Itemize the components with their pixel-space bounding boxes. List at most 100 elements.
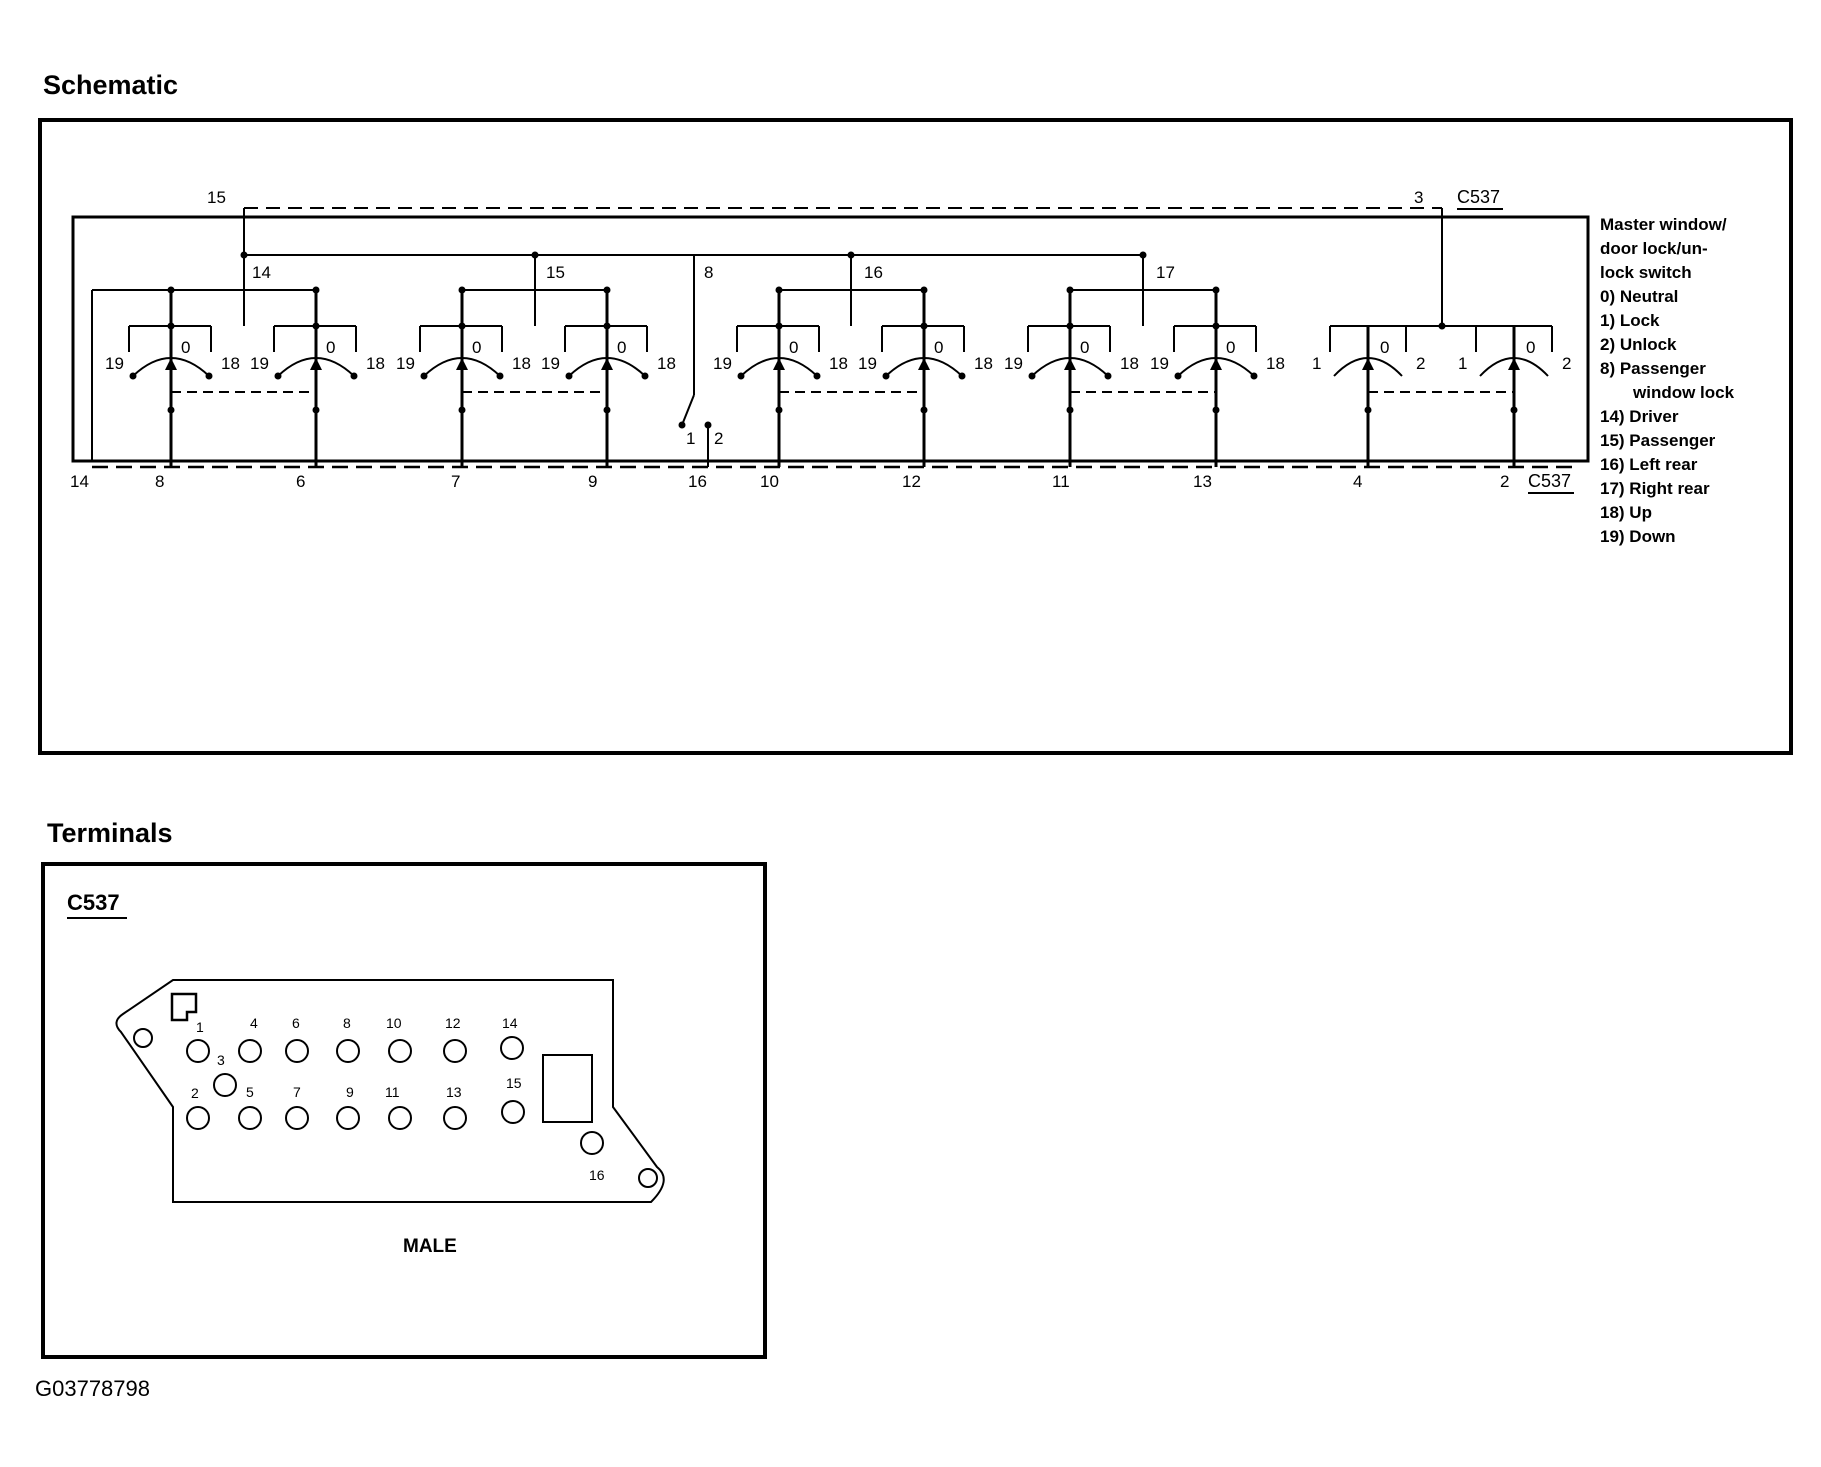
legend-up: 18) Up (1600, 503, 1652, 522)
terminal-pin-label-11: 11 (385, 1084, 400, 1100)
terminal-pin-label-15: 15 (506, 1075, 522, 1091)
lock-switch-2-contact-1: 1 (1458, 354, 1467, 373)
window-switch-3b-contact-19: 19 (858, 354, 877, 373)
lock-switch-1-contact-1: 1 (1312, 354, 1321, 373)
legend-passenger-window-lock: 8) Passenger (1600, 359, 1706, 378)
window-switch-3a-contact-18: 18 (829, 354, 848, 373)
terminal-pin-15 (501, 1100, 525, 1124)
terminal-pin-9 (336, 1106, 360, 1130)
legend-window-lock-cont: window lock (1632, 383, 1735, 402)
window-switch-3a-contact-0: 0 (789, 338, 798, 357)
window-switch-1b-contact-18: 18 (366, 354, 385, 373)
window-switch-3a-contact-19: 19 (713, 354, 732, 373)
legend-left-rear: 16) Left rear (1600, 455, 1698, 474)
terminal-pin-label-5: 5 (246, 1084, 254, 1100)
window-switch-4a-contact-18: 18 (1120, 354, 1139, 373)
window-lock-contact-1: 1 (686, 429, 695, 448)
terminal-pin-10 (388, 1039, 412, 1063)
terminals-connector-label: C537 (67, 890, 120, 915)
bottom-pin-label-6: 6 (296, 472, 305, 491)
figure-id: G03778798 (35, 1376, 150, 1401)
window-switch-1a-contact-18: 18 (221, 354, 240, 373)
window-switch-1b-contact-19: 19 (250, 354, 269, 373)
terminal-pin-2 (186, 1106, 210, 1130)
legend-neutral: 0) Neutral (1600, 287, 1678, 306)
terminal-pin-label-13: 13 (446, 1084, 462, 1100)
bottom-pin-label-2: 2 (1500, 472, 1509, 491)
terminal-pin-label-14: 14 (502, 1015, 518, 1031)
window-switch-1a-contact-0: 0 (181, 338, 190, 357)
legend-line-3: lock switch (1600, 263, 1692, 282)
legend-unlock: 2) Unlock (1600, 335, 1677, 354)
latch-window (542, 1054, 593, 1123)
bottom-pin-label-9: 9 (588, 472, 597, 491)
window-lock-contact-2: 2 (714, 429, 723, 448)
top-connector-label: C537 (1457, 187, 1500, 207)
keying-tab (170, 992, 198, 1022)
terminal-pin-label-1: 1 (196, 1019, 204, 1035)
legend-right-rear: 17) Right rear (1600, 479, 1710, 498)
terminal-pin-label-4: 4 (250, 1015, 258, 1031)
bus-label-right-rear: 17 (1156, 263, 1175, 282)
window-switch-2b-contact-18: 18 (657, 354, 676, 373)
terminal-pin-label-6: 6 (292, 1015, 300, 1031)
terminal-pin-6 (285, 1039, 309, 1063)
window-switch-4a-contact-0: 0 (1080, 338, 1089, 357)
terminal-pin-label-7: 7 (293, 1084, 301, 1100)
legend-passenger: 15) Passenger (1600, 431, 1716, 450)
legend-down: 19) Down (1600, 527, 1676, 546)
bus-label-window-lock: 8 (704, 263, 713, 282)
bus-label-left-rear: 16 (864, 263, 883, 282)
bottom-pin-label-11: 11 (1052, 472, 1070, 491)
terminal-pin-label-8: 8 (343, 1015, 351, 1031)
lock-switch-1-contact-0: 0 (1380, 338, 1389, 357)
lock-switch-2-contact-2: 2 (1562, 354, 1571, 373)
schematic-heading: Schematic (43, 70, 179, 100)
window-switch-4b-contact-19: 19 (1150, 354, 1169, 373)
bus-label-passenger: 15 (546, 263, 565, 282)
terminal-pin-label-9: 9 (346, 1084, 354, 1100)
terminal-pin-14 (500, 1036, 524, 1060)
bottom-connector-label: C537 (1528, 471, 1571, 491)
mount-hole-right (638, 1168, 658, 1188)
terminal-pin-8 (336, 1039, 360, 1063)
window-switch-3b-contact-0: 0 (934, 338, 943, 357)
window-switch-1a-contact-19: 19 (105, 354, 124, 373)
legend-driver: 14) Driver (1600, 407, 1679, 426)
bottom-pin-label-12: 12 (902, 472, 921, 491)
terminal-pin-12 (443, 1039, 467, 1063)
window-switch-3b-contact-18: 18 (974, 354, 993, 373)
terminals-frame (41, 862, 767, 1359)
terminal-pin-4 (238, 1039, 262, 1063)
bottom-pin-label-16: 16 (688, 472, 707, 491)
terminal-pin-label-2: 2 (191, 1085, 199, 1101)
terminal-pin-label-3: 3 (217, 1052, 225, 1068)
terminals-heading: Terminals (47, 818, 173, 848)
terminal-pin-11 (388, 1106, 412, 1130)
window-switch-4b-contact-18: 18 (1266, 354, 1285, 373)
schematic-frame (38, 118, 1793, 755)
terminal-pin-13 (443, 1106, 467, 1130)
terminal-pin-7 (285, 1106, 309, 1130)
legend-line-1: Master window/ (1600, 215, 1727, 234)
top-pin-3-label: 3 (1414, 188, 1423, 207)
legend-lock: 1) Lock (1600, 311, 1660, 330)
window-switch-2a-contact-19: 19 (396, 354, 415, 373)
bottom-pin-label-8: 8 (155, 472, 164, 491)
terminal-pin-1 (186, 1039, 210, 1063)
bottom-pin-label-14: 14 (70, 472, 89, 491)
window-switch-2a-contact-18: 18 (512, 354, 531, 373)
bottom-pin-label-4: 4 (1353, 472, 1362, 491)
terminal-pin-5 (238, 1106, 262, 1130)
terminal-pin-3 (213, 1073, 237, 1097)
connector-body (115, 979, 665, 1203)
connector-gender-label: MALE (403, 1236, 457, 1257)
bottom-pin-label-10: 10 (760, 472, 779, 491)
window-switch-1b-contact-0: 0 (326, 338, 335, 357)
terminal-pin-label-12: 12 (445, 1015, 461, 1031)
lock-switch-2-contact-0: 0 (1526, 338, 1535, 357)
lock-switch-1-contact-2: 2 (1416, 354, 1425, 373)
bottom-pin-label-7: 7 (451, 472, 460, 491)
